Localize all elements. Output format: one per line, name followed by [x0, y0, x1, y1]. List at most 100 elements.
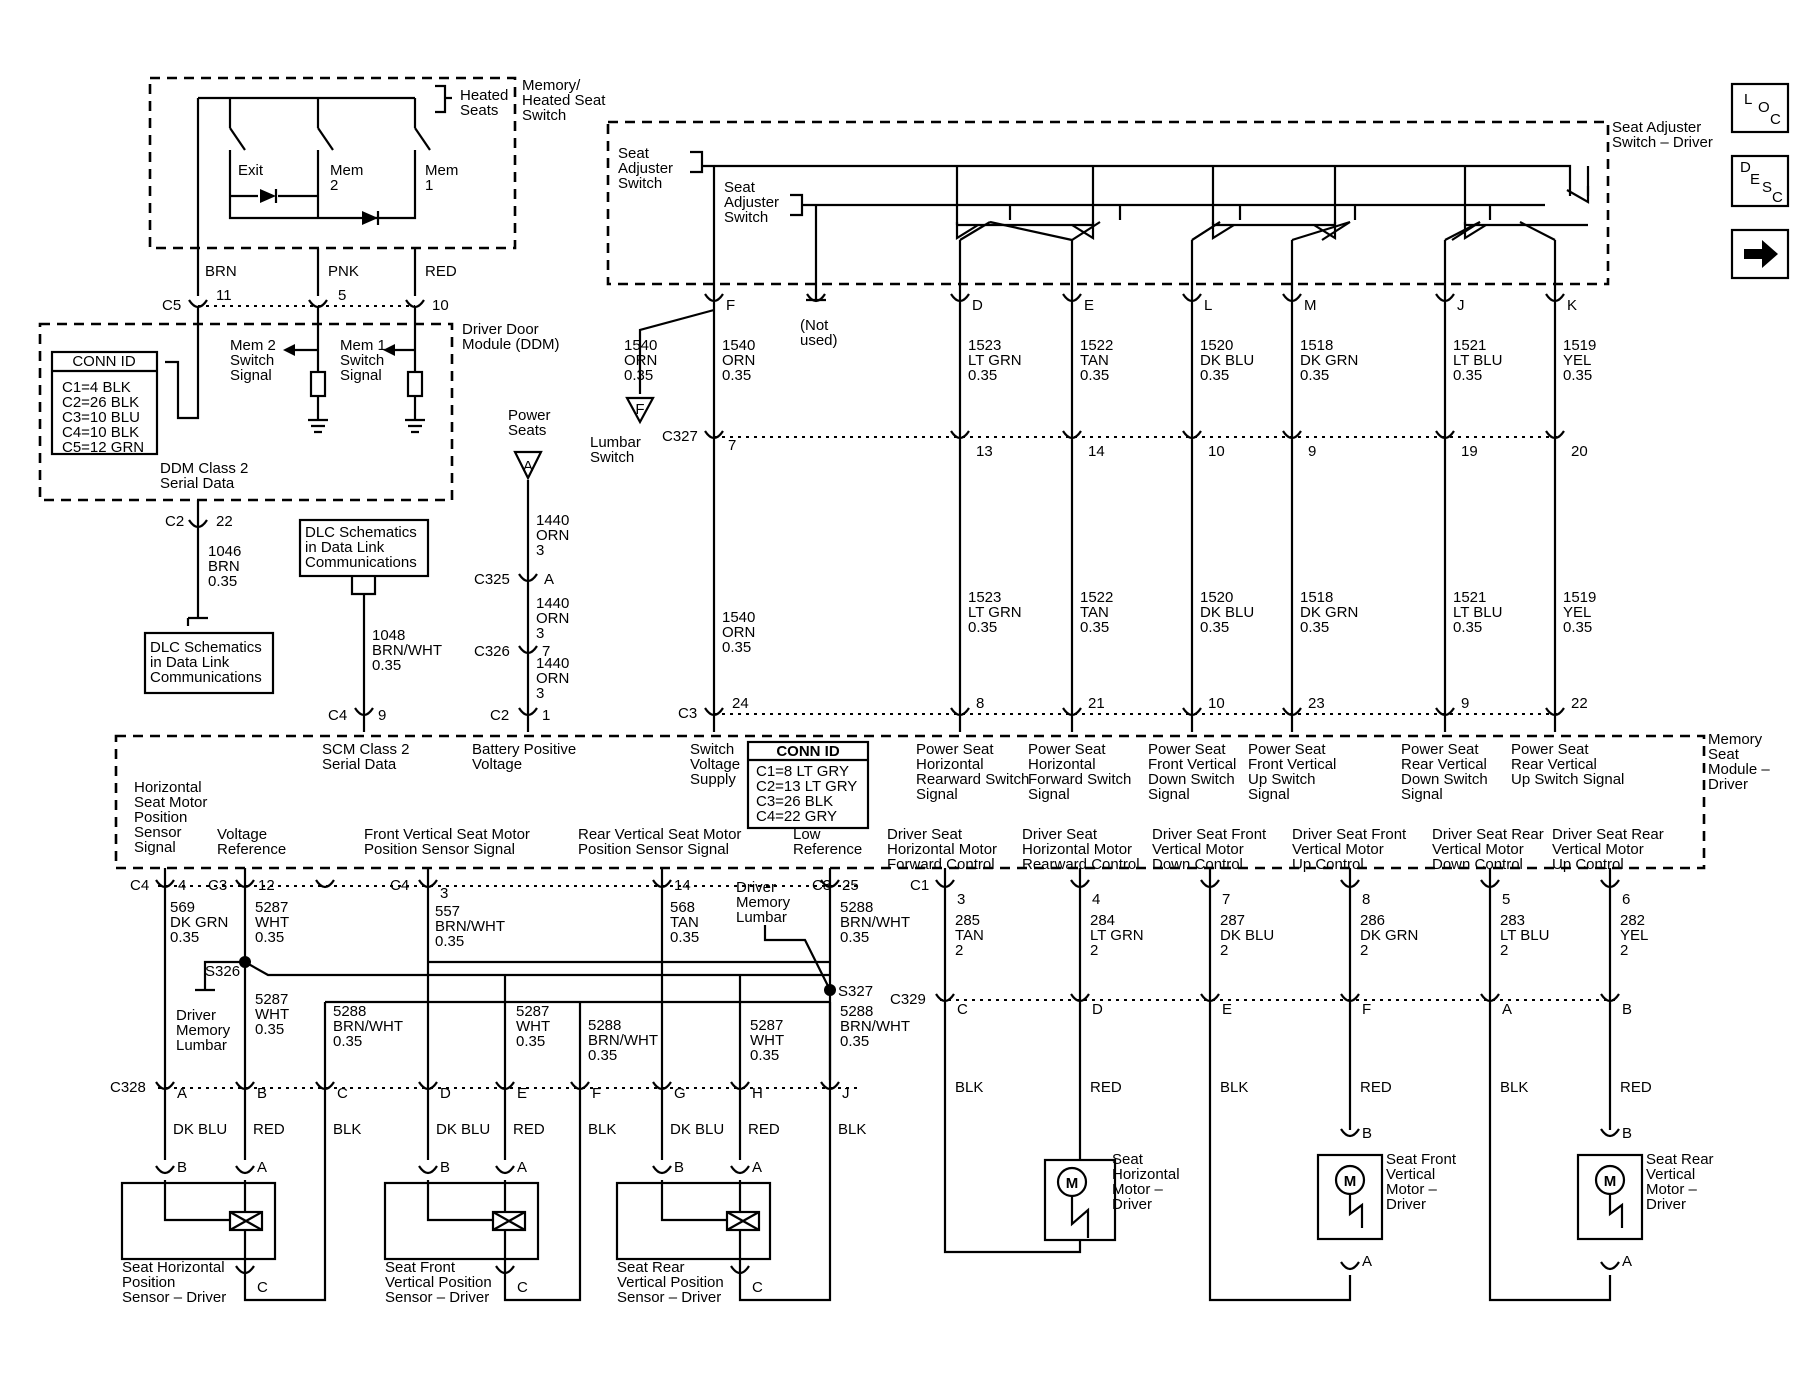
conn-id-box-ddm	[50, 350, 159, 456]
flag-f: F	[635, 401, 644, 418]
c3-top-label: C3	[678, 705, 697, 722]
memory-switch-group	[148, 76, 517, 296]
connector-symbol	[1340, 1261, 1360, 1271]
pin-14: 14	[674, 877, 691, 894]
wire-color-label: BLK	[588, 1121, 616, 1138]
c2a-label: C2	[165, 513, 184, 530]
arrow-right-icon[interactable]	[1730, 228, 1790, 280]
connector-symbol	[935, 879, 955, 889]
connector-symbol	[354, 707, 374, 717]
connector-symbol	[235, 1081, 255, 1091]
pin-label: B	[1622, 1001, 1632, 1018]
lumbar-flag	[625, 396, 655, 425]
pin-24: 24	[732, 695, 749, 712]
connector-symbol	[704, 293, 724, 303]
pin-label: 8	[1362, 891, 1370, 908]
pin-25: 25	[842, 877, 859, 894]
connector-symbol	[1340, 1128, 1360, 1138]
conn-id-msm-row: C4=22 GRY	[756, 808, 837, 825]
switch-lines	[228, 150, 417, 220]
dlc-box-1	[143, 631, 275, 695]
ddm-group	[38, 305, 543, 732]
connector-symbol	[315, 879, 335, 889]
switch-outputs	[316, 248, 417, 296]
pin-label: 10	[1208, 695, 1225, 712]
c329-label: C329	[890, 991, 926, 1008]
connector-symbol	[155, 1081, 175, 1091]
svg-text:L: L	[1744, 91, 1752, 108]
pin-label: D	[440, 1085, 451, 1102]
connector-symbol	[1182, 430, 1202, 440]
ddm-box	[38, 322, 454, 502]
pin-label: B	[177, 1159, 187, 1176]
wire-color-label: BLK	[333, 1121, 361, 1138]
sensor-wiring	[120, 868, 858, 1302]
wire-color-label: RED	[1620, 1079, 1652, 1096]
c2b-label: C2	[490, 707, 509, 724]
connector-symbol	[1340, 879, 1360, 889]
pin-label: 19	[1461, 443, 1478, 460]
svg-text:C: C	[1772, 189, 1783, 206]
connector-symbol	[1070, 879, 1090, 889]
pin-label: A	[1622, 1253, 1632, 1270]
pin-12: 12	[258, 877, 275, 894]
arrow-contacts	[955, 186, 1590, 240]
pin-label: D	[1092, 1001, 1103, 1018]
wire-color-label: RED	[1360, 1079, 1392, 1096]
pin-label: B	[440, 1159, 450, 1176]
diode-symbols	[260, 189, 378, 225]
connector-symbol	[652, 879, 672, 889]
pin-label: B	[257, 1085, 267, 1102]
desc-icon[interactable]: D E S C	[1730, 154, 1790, 208]
pin-label: M	[1304, 297, 1317, 314]
c326-label: C326	[474, 643, 510, 660]
pin-label: A	[177, 1085, 187, 1102]
pin-label: B	[674, 1159, 684, 1176]
c1-label: C1	[910, 877, 929, 894]
wire-color-label: BLK	[1500, 1079, 1528, 1096]
pin-11: 11	[216, 287, 232, 304]
connector-symbol	[1062, 293, 1082, 303]
svg-text:E: E	[1750, 171, 1760, 188]
pin-22: 22	[216, 513, 233, 530]
connector-symbol	[1545, 293, 1565, 303]
pin-label: C	[337, 1085, 348, 1102]
loc-icon[interactable]: L O C	[1730, 82, 1790, 134]
connector-symbol	[1600, 879, 1620, 889]
connector-symbol	[1435, 707, 1455, 717]
connector-symbol	[730, 1081, 750, 1091]
wire-color-label: DK BLU	[173, 1121, 227, 1138]
pin-7-c326: 7	[542, 643, 550, 660]
svg-text:D: D	[1740, 159, 1751, 176]
connector-symbol	[308, 299, 328, 309]
connector-symbol	[235, 1265, 255, 1275]
pin-4: 4	[178, 877, 186, 894]
motor-m-f: M	[1344, 1173, 1357, 1190]
dlc-box-2	[298, 518, 430, 578]
connector-symbol	[1200, 993, 1220, 1003]
